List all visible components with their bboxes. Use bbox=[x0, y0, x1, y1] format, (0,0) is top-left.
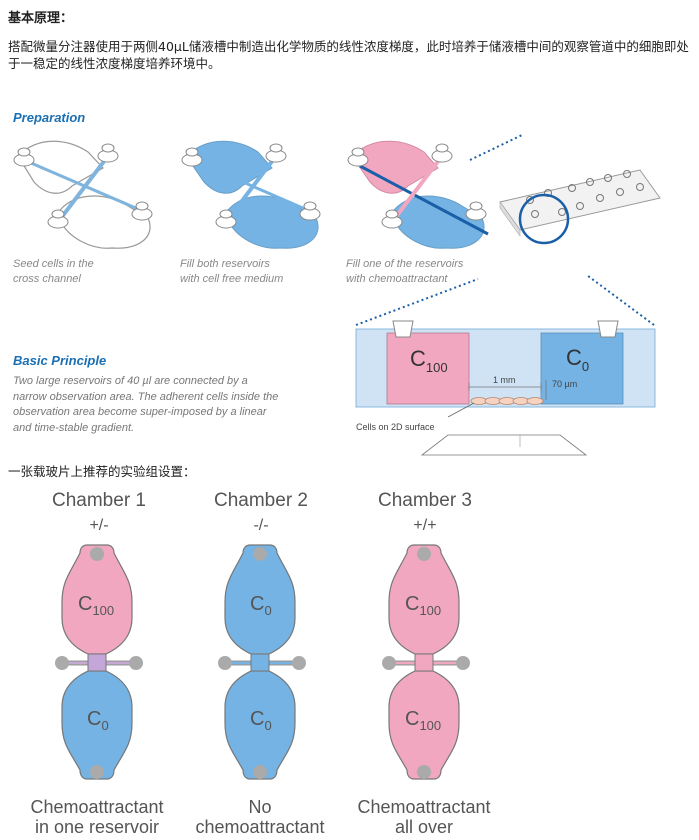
preparation-heading: Preparation bbox=[13, 110, 86, 125]
zoom-circle bbox=[518, 193, 570, 245]
chamber1-diagram: C100 C0 bbox=[55, 544, 143, 780]
step2-caption-line1: Fill both reservoirs bbox=[180, 258, 270, 270]
svg-text:C0: C0 bbox=[87, 708, 109, 733]
reservoir-c100 bbox=[386, 332, 470, 405]
c0-label: C0 bbox=[566, 345, 589, 374]
chamber2-code: -/- bbox=[253, 517, 269, 534]
step1-caption-line2: cross channel bbox=[13, 273, 81, 285]
chamber1-footer: Chemoattractant in one reservoir bbox=[12, 797, 182, 837]
chambers-illustration: C100 C0 C0 C0 C100 C100 bbox=[55, 544, 470, 780]
step3-chip bbox=[347, 140, 489, 249]
height-label: 70 µm bbox=[552, 379, 577, 389]
step1-caption-line1: Seed cells in the bbox=[13, 258, 94, 270]
step1-chip bbox=[13, 140, 153, 249]
cells-leader-line bbox=[447, 402, 475, 418]
c100-label: C100 bbox=[410, 346, 448, 375]
step3-caption: Fill one of the reservoirs with chemoatt… bbox=[346, 257, 463, 287]
zoom-leader-line bbox=[469, 134, 523, 161]
chamber2-footer: No chemoattractant bbox=[175, 797, 345, 837]
chamber3-diagram: C100 C100 bbox=[382, 544, 470, 780]
svg-text:C0: C0 bbox=[250, 708, 272, 733]
intro-paragraph: 搭配微量分注器使用于两侧40μL储液槽中制造出化学物质的线性浓度梯度，此时培养于… bbox=[8, 39, 689, 71]
step3-caption-line2: with chemoattractant bbox=[346, 273, 448, 285]
chamber3-title: Chamber 3 bbox=[378, 490, 472, 511]
step2-chip bbox=[181, 140, 321, 249]
page-title: 基本原理： bbox=[8, 11, 74, 26]
inlet-right bbox=[597, 320, 619, 338]
principle-line: observation area become super-imposed by… bbox=[13, 406, 267, 418]
objective-lens bbox=[420, 434, 588, 456]
setup-heading: 一张载玻片上推荐的实验组设置： bbox=[8, 464, 196, 479]
principle-line: and time-stable gradient. bbox=[13, 421, 135, 434]
principle-line: narrow observation area. The adherent ce… bbox=[13, 390, 279, 403]
zoom-leader-line-left bbox=[355, 278, 479, 326]
zoom-leader-line-right bbox=[585, 275, 655, 326]
principle-line: Two large reservoirs of 40 µl are connec… bbox=[13, 375, 248, 387]
reservoir-c0 bbox=[540, 332, 624, 405]
step2-caption-line2: with cell free medium bbox=[180, 273, 284, 285]
chamber1-code: +/- bbox=[89, 517, 109, 534]
chamber2-title: Chamber 2 bbox=[214, 490, 308, 511]
principle-text: Two large reservoirs of 40 µl are connec… bbox=[13, 374, 343, 436]
inlet-left bbox=[392, 320, 414, 338]
svg-text:C100: C100 bbox=[405, 593, 441, 618]
chamber1-footer-line2: in one reservoir bbox=[34, 817, 160, 837]
step3-caption-line1: Fill one of the reservoirs bbox=[346, 258, 464, 270]
slide-image bbox=[499, 169, 661, 245]
cells-label: Cells on 2D surface bbox=[356, 422, 435, 432]
chamber3-code: +/+ bbox=[413, 517, 437, 534]
cross-section-diagram: C100 C0 1 mm 70 µm Cells on 2D surface bbox=[355, 275, 656, 456]
chamber1-footer-line1: Chemoattractant bbox=[30, 797, 164, 817]
preparation-illustration bbox=[13, 134, 661, 249]
svg-text:C100: C100 bbox=[405, 708, 441, 733]
chamber2-diagram: C0 C0 bbox=[218, 544, 306, 780]
principle-heading: Basic Principle bbox=[13, 353, 107, 368]
chamber2-footer-line1: No bbox=[248, 797, 272, 817]
cells bbox=[470, 397, 544, 405]
chamber3-footer: Chemoattractant all over bbox=[339, 797, 509, 837]
chamber2-footer-line2: chemoattractant bbox=[195, 817, 325, 837]
chamber3-footer-line1: Chemoattractant bbox=[357, 797, 491, 817]
svg-text:C0: C0 bbox=[250, 593, 272, 618]
chamber3-footer-line2: all over bbox=[394, 817, 454, 837]
svg-text:C100: C100 bbox=[78, 593, 114, 618]
step2-caption: Fill both reservoirs with cell free medi… bbox=[180, 257, 283, 287]
length-label: 1 mm bbox=[493, 375, 516, 385]
step1-caption: Seed cells in the cross channel bbox=[13, 257, 94, 287]
chamber1-title: Chamber 1 bbox=[52, 490, 146, 511]
